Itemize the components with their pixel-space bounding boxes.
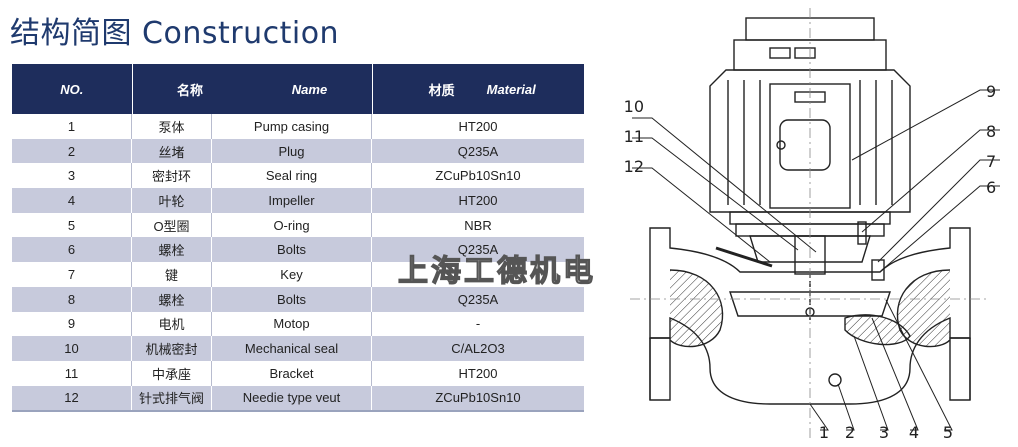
cell-name-en: Impeller bbox=[212, 188, 372, 213]
header-name: 名称 Name bbox=[133, 64, 373, 114]
callout-10: 10 bbox=[624, 97, 644, 116]
callout-4: 4 bbox=[909, 423, 919, 442]
cell-material: Q235A bbox=[457, 143, 499, 159]
cell-no: 3 bbox=[12, 163, 132, 189]
cell-name-en: Bolts bbox=[212, 286, 372, 312]
cell-name-cn: 螺栓 bbox=[132, 237, 212, 263]
watermark: 上海工德机电 bbox=[397, 253, 596, 289]
cell-name-en: Motop bbox=[212, 311, 372, 337]
plug bbox=[828, 373, 842, 387]
cell-name-cn: 中承座 bbox=[132, 360, 212, 386]
cell-name-en: Needie type veut bbox=[212, 385, 372, 411]
cell-name-cn: 针式排气阀 bbox=[132, 385, 212, 411]
cell-material: ZCuPb10Sn10 bbox=[435, 168, 521, 184]
header-material-cn: 材质 bbox=[428, 82, 455, 98]
cell-name-en: O-ring bbox=[212, 212, 372, 238]
cell-material: HT200 bbox=[458, 365, 498, 381]
cell-no: 9 bbox=[12, 311, 132, 337]
cell-no: 2 bbox=[12, 138, 132, 164]
cell-name-cn: 丝堵 bbox=[132, 138, 212, 164]
callout-7: 7 bbox=[986, 152, 996, 171]
cell-name-en: Plug bbox=[212, 138, 372, 164]
cell-name-cn: 键 bbox=[132, 262, 212, 287]
cell-no: 11 bbox=[12, 360, 132, 386]
callout-6: 6 bbox=[986, 178, 996, 197]
page-title: 结构简图 Construction bbox=[10, 8, 339, 52]
cell-material: ZCuPb10Sn10 bbox=[435, 390, 521, 406]
cell-name-en: Seal ring bbox=[212, 163, 372, 189]
pump-casing bbox=[649, 227, 971, 405]
cell-name-en: Bolts bbox=[212, 237, 372, 263]
cell-no: 8 bbox=[12, 286, 132, 312]
cell-name-cn: 叶轮 bbox=[132, 188, 212, 213]
title-en: Construction bbox=[142, 16, 340, 51]
header-no: NO. bbox=[12, 64, 133, 114]
header-material-en: Material bbox=[486, 81, 536, 97]
cell-material: NBR bbox=[464, 217, 492, 233]
callout-2: 2 bbox=[845, 423, 855, 442]
cell-material: HT200 bbox=[458, 118, 498, 134]
cell-no: 1 bbox=[12, 114, 132, 139]
cell-no: 5 bbox=[12, 212, 132, 238]
needle-vent bbox=[715, 246, 773, 268]
cell-name-cn: O型圈 bbox=[132, 212, 212, 238]
cell-no: 6 bbox=[12, 237, 132, 263]
header-name-en: Name bbox=[291, 81, 328, 97]
callout-1: 1 bbox=[819, 423, 829, 442]
cell-name-en: Mechanical seal bbox=[212, 336, 372, 361]
title-cn: 结构简图 bbox=[10, 16, 132, 51]
cell-no: 12 bbox=[12, 385, 132, 411]
cell-no: 10 bbox=[12, 336, 132, 361]
cell-no: 7 bbox=[12, 262, 132, 287]
cell-no: 4 bbox=[12, 188, 132, 213]
bracket bbox=[749, 235, 871, 263]
callout-8: 8 bbox=[986, 122, 996, 141]
cell-material: Q235A bbox=[457, 242, 499, 258]
impeller bbox=[729, 291, 891, 317]
callout-3: 3 bbox=[879, 423, 889, 442]
cell-name-en: Key bbox=[212, 262, 372, 287]
cell-name-cn: 电机 bbox=[132, 311, 212, 337]
cell-name-cn: 密封环 bbox=[132, 163, 212, 189]
cell-name-en: Bracket bbox=[212, 360, 372, 386]
cell-material: C/AL2O3 bbox=[451, 341, 505, 357]
cell-name-cn: 螺栓 bbox=[132, 286, 212, 312]
header-name-cn: 名称 bbox=[176, 82, 203, 98]
header-material: 材质 Material bbox=[373, 64, 584, 114]
callout-9: 9 bbox=[986, 82, 996, 101]
callout-5: 5 bbox=[943, 423, 953, 442]
cell-name-cn: 泵体 bbox=[132, 114, 212, 139]
cell-name-cn: 机械密封 bbox=[132, 336, 212, 361]
callout-11: 11 bbox=[624, 127, 644, 146]
cell-name-en: Pump casing bbox=[212, 114, 372, 139]
callout-12: 12 bbox=[624, 157, 644, 176]
table-header: NO. 名称 Name 材质 Material bbox=[12, 64, 584, 114]
cell-material: Q235A bbox=[457, 291, 499, 307]
cell-material: - bbox=[475, 316, 481, 332]
cell-material: HT200 bbox=[458, 192, 498, 208]
motor-body bbox=[709, 69, 911, 213]
